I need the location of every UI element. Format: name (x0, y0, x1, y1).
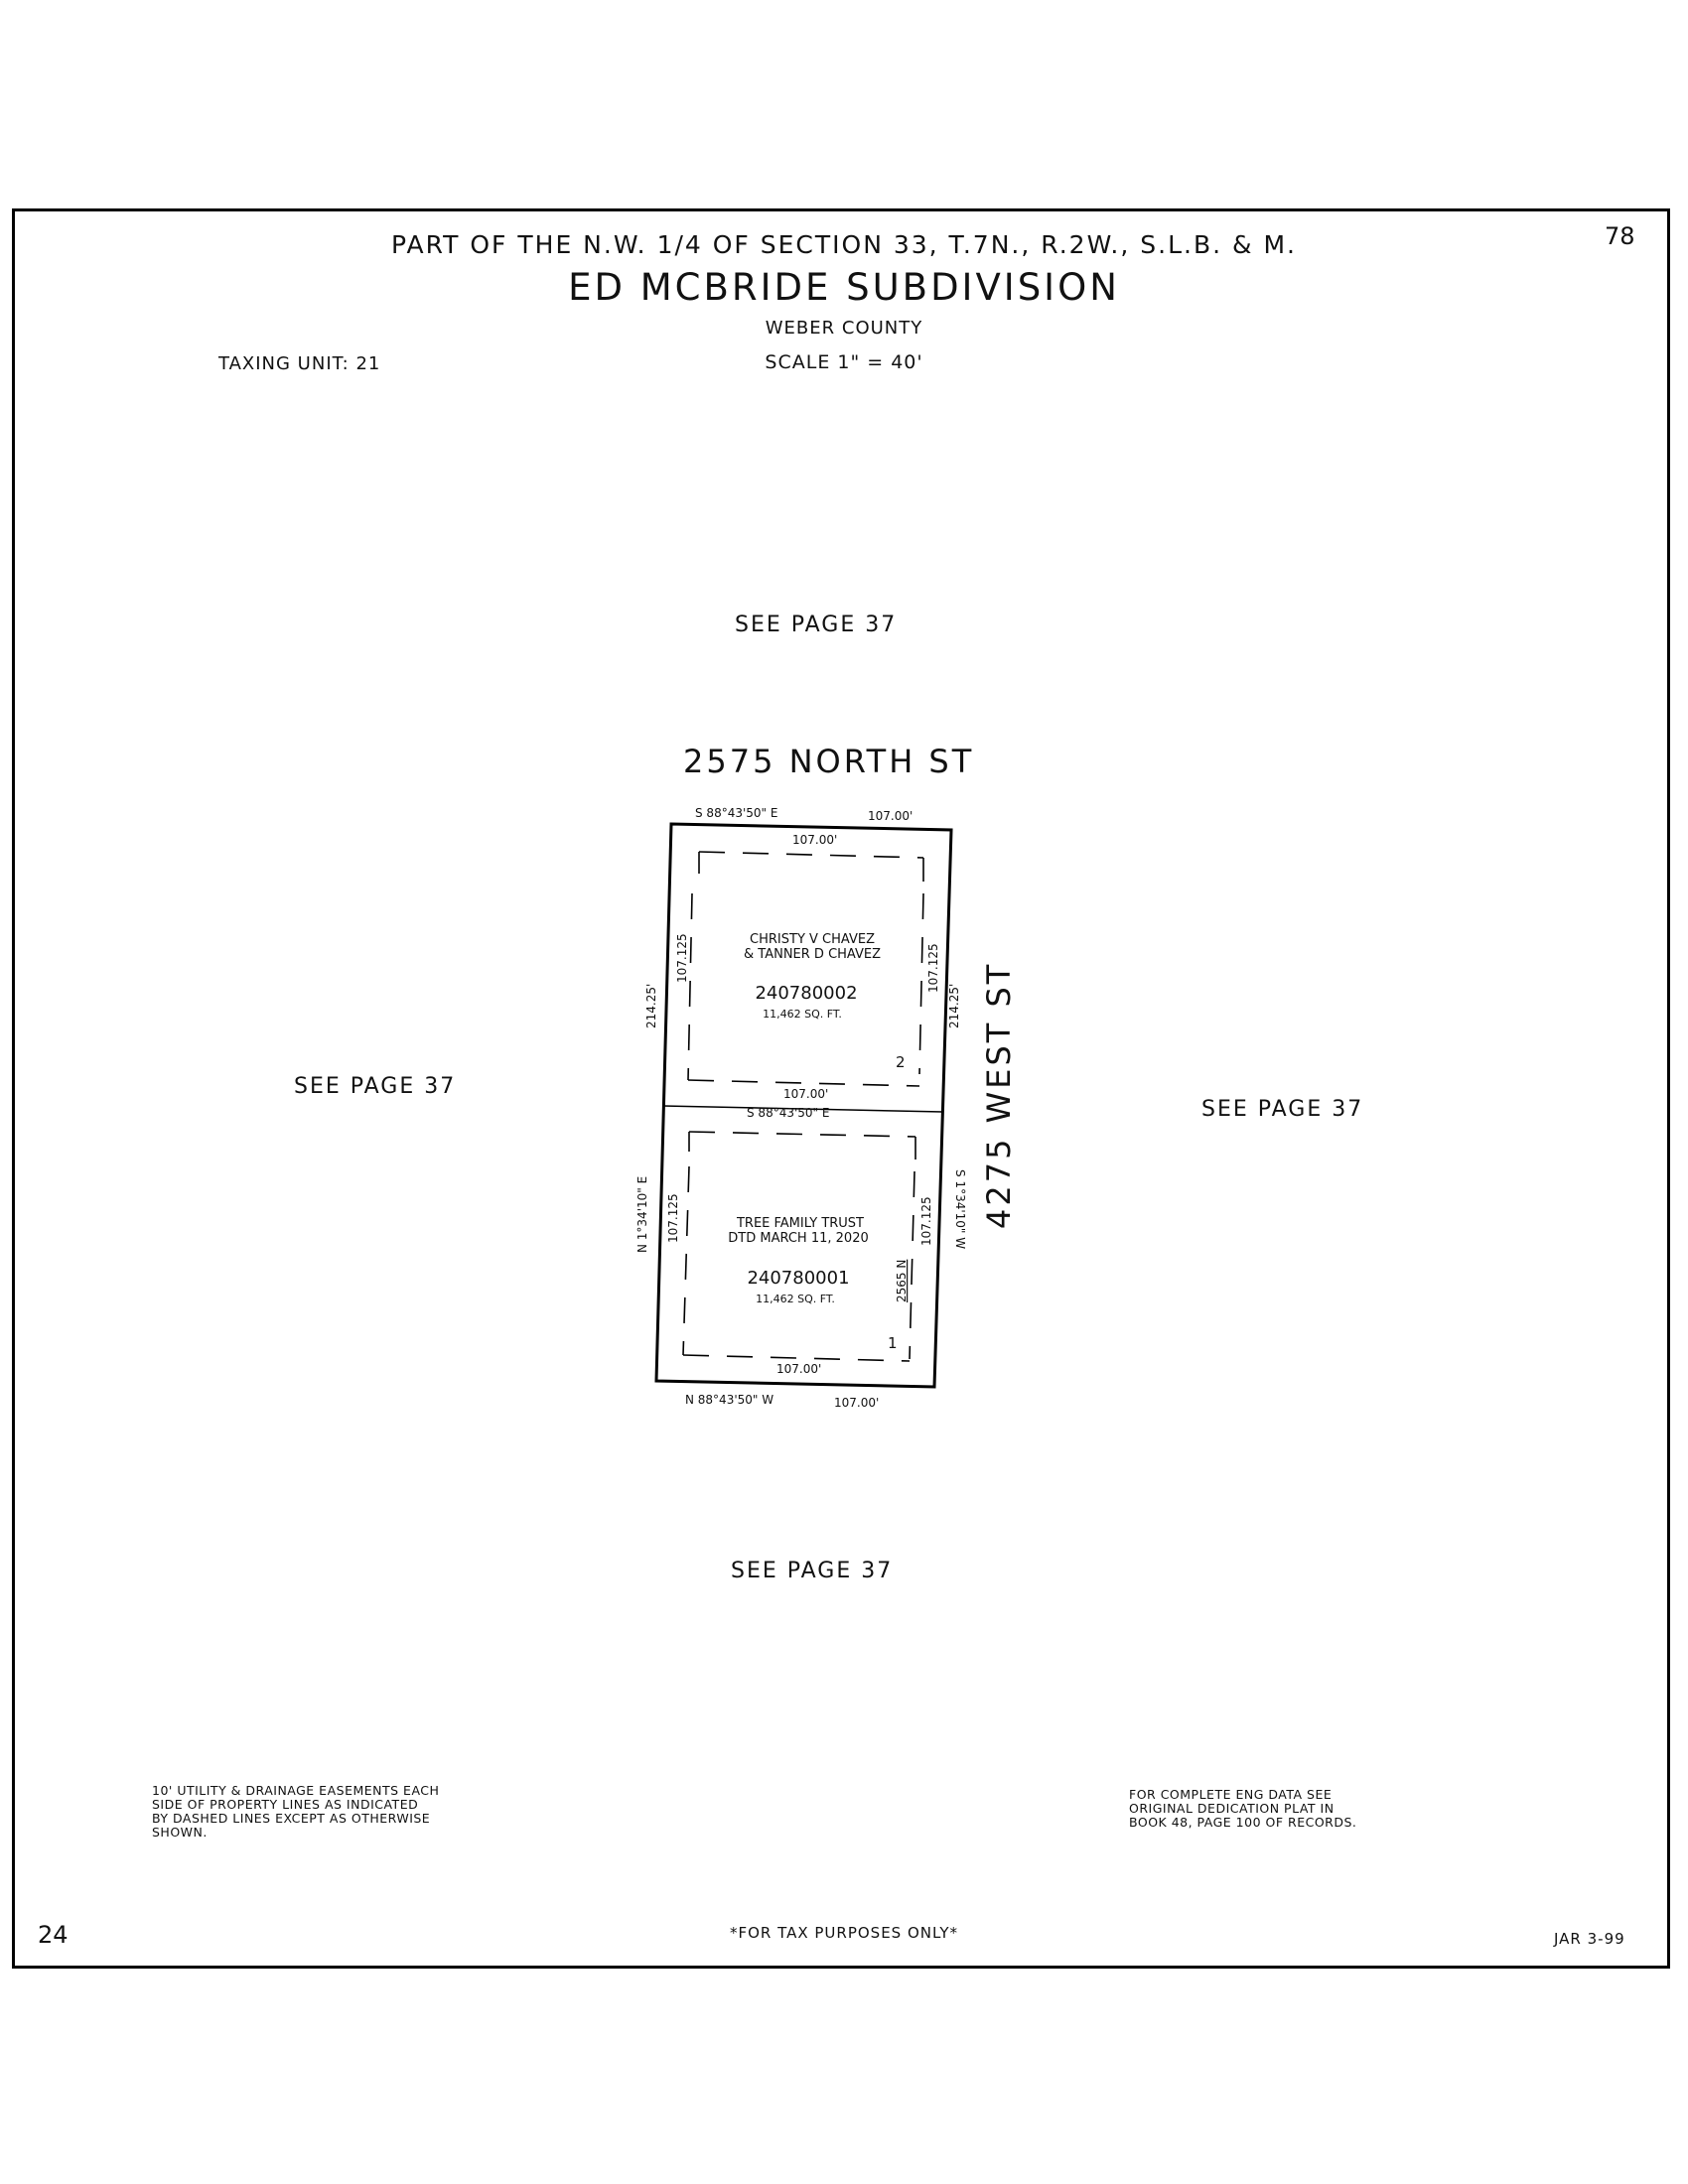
lot-2-easement-lines (687, 851, 924, 1087)
lot-2-owner-line-1: CHRISTY V CHAVEZ (750, 932, 875, 947)
see-page-south: SEE PAGE 37 (731, 1559, 894, 1583)
taxing-unit-label: TAXING UNIT: 21 (218, 353, 381, 374)
south-distance: 107.00' (834, 1396, 879, 1410)
lot-2-parcel-id: 240780002 (755, 983, 857, 1004)
see-page-north: SEE PAGE 37 (735, 613, 898, 637)
east-bearing: S 1°34'10" W (953, 1169, 967, 1249)
north-bearing: S 88°43'50" E (695, 806, 777, 820)
subdivision-title: ED MCBRIDE SUBDIVISION (568, 266, 1120, 309)
lot-1-bottom-dimension: 107.00' (776, 1362, 821, 1376)
footer-drafter-code: JAR 3-99 (1554, 1930, 1625, 1948)
street-east-label: 4275 WEST ST (980, 962, 1018, 1229)
lot-2-top-dimension: 107.00' (792, 833, 837, 847)
lot-2-area: 11,462 SQ. FT. (763, 1008, 842, 1021)
lot-1-parcel-id: 240780001 (747, 1268, 849, 1289)
lot-divider-line (662, 1105, 944, 1113)
lot-1-right-dimension: 107.125 (919, 1196, 933, 1246)
scale-label: SCALE 1" = 40' (765, 351, 923, 373)
south-bearing: N 88°43'50" W (685, 1393, 774, 1407)
lot-2-right-dimension: 107.125 (926, 943, 940, 993)
lot-2-owner-line-2: & TANNER D CHAVEZ (744, 947, 881, 962)
see-page-west: SEE PAGE 37 (294, 1074, 457, 1099)
west-bearing: N 1°34'10" E (635, 1176, 649, 1253)
lot-2-left-dimension: 107.125 (675, 933, 689, 983)
north-distance: 107.00' (868, 809, 913, 823)
subdivision-boundary (654, 822, 953, 1389)
lot-1-owner-line-1: TREE FAMILY TRUST (736, 1216, 864, 1231)
page-number: 78 (1605, 222, 1635, 250)
location-description: PART OF THE N.W. 1/4 OF SECTION 33, T.7N… (391, 230, 1297, 259)
easement-note: 10' UTILITY & DRAINAGE EASEMENTS EACH SI… (152, 1783, 440, 1840)
lot-2-number: 2 (896, 1053, 906, 1071)
lot-1-owner-line-2: DTD MARCH 11, 2020 (728, 1231, 868, 1246)
map-border (12, 208, 1670, 1969)
footer-tax-purposes: *FOR TAX PURPOSES ONLY* (729, 1924, 959, 1942)
eng-data-note: FOR COMPLETE ENG DATA SEE ORIGINAL DEDIC… (1129, 1787, 1357, 1830)
west-side-distance: 214.25' (644, 984, 658, 1028)
lot-1-left-dimension: 107.125 (666, 1193, 680, 1243)
lot-1-number: 1 (888, 1334, 898, 1352)
lot-1-area: 11,462 SQ. FT. (756, 1293, 835, 1305)
lot-1-easement-lines (682, 1131, 916, 1362)
footer-left-number: 24 (38, 1921, 69, 1949)
lot-2-bottom-dimension: 107.00' (783, 1087, 828, 1101)
lot-1-address: 2565 N (895, 1260, 909, 1302)
mid-bearing: S 88°43'50" E (747, 1106, 829, 1120)
county-label: WEBER COUNTY (765, 318, 923, 339)
east-side-distance: 214.25' (947, 984, 961, 1028)
street-north-label: 2575 NORTH ST (683, 743, 974, 780)
see-page-east: SEE PAGE 37 (1201, 1097, 1364, 1122)
